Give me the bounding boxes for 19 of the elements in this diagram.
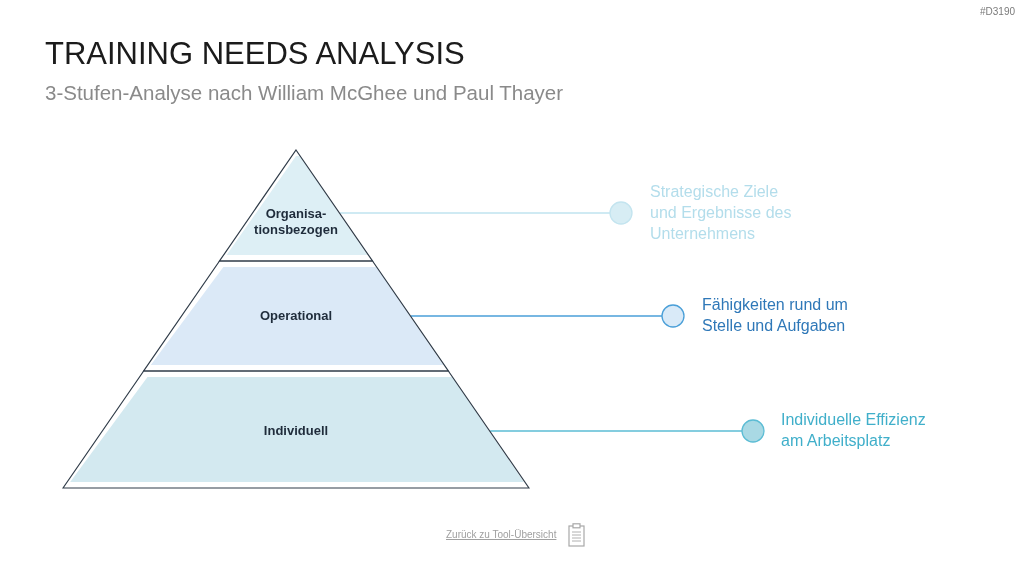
- pyramid-tier: [62, 370, 530, 489]
- leader-line: [339, 212, 611, 214]
- description-text: Fähigkeiten rund um Stelle und Aufgaben: [702, 295, 849, 336]
- tier-label: Organisa- tionsbezogen: [254, 206, 338, 238]
- tier-label: Individuell: [263, 423, 329, 439]
- pyramid-tier: [142, 260, 450, 372]
- subtitle: 3-Stufen-Analyse nach William McGhee und Paul Thayer: [45, 81, 564, 106]
- back-link: Zurück zu Tool-Übersicht: [446, 529, 557, 541]
- pyramid-tier: [218, 149, 374, 262]
- page-title: TRAINING NEEDS ANALYSIS: [45, 35, 465, 73]
- description-text: Individuelle Effizienz am Arbeitsplatz: [781, 410, 927, 451]
- leader-line: [410, 315, 663, 317]
- tier-label: Operational: [259, 308, 333, 324]
- description-text: Strategische Ziele und Ergebnisse des Unternehmens: [650, 182, 793, 244]
- connector-dot: [609, 201, 633, 225]
- connector-dot: [741, 419, 765, 443]
- connector-dot: [661, 304, 685, 328]
- leader-line: [489, 430, 743, 432]
- document-id: #D3190: [979, 6, 1015, 18]
